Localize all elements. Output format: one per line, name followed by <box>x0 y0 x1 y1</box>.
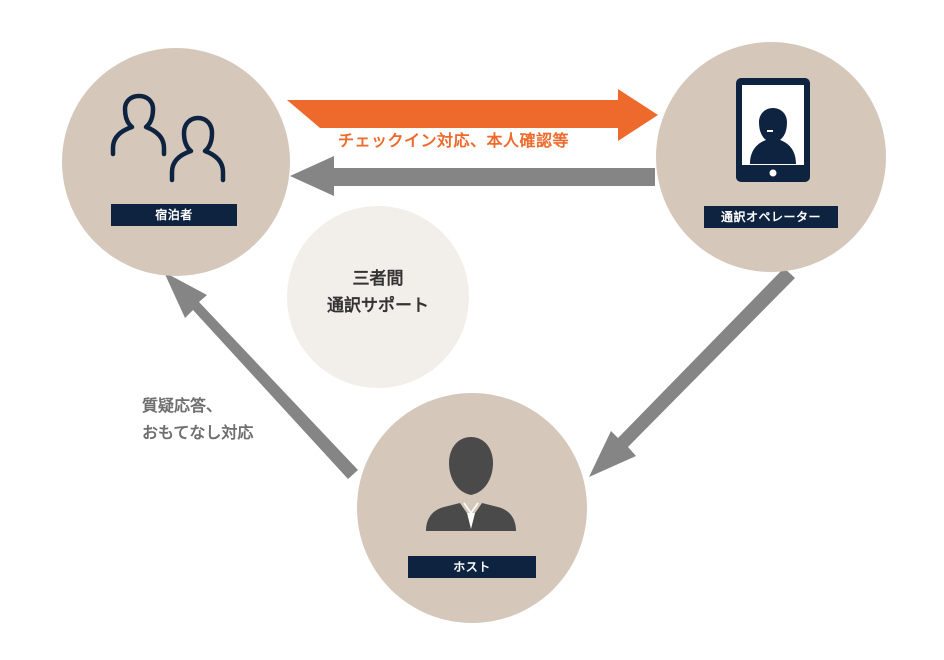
guest-label: 宿泊者 <box>111 204 237 226</box>
gray-arrow-to-guest-from-host <box>164 272 358 479</box>
checkin-flow-text: チェックイン対応、本人確認等 <box>338 131 570 150</box>
tablet-operator-icon <box>736 78 810 182</box>
operator-label: 通訳オペレーター <box>704 206 838 228</box>
host-label: ホスト <box>408 556 536 578</box>
gray-arrow-to-guest <box>290 156 655 196</box>
center-caption: 三者間 通訳サポート <box>287 266 469 320</box>
host-silhouette-icon <box>426 437 516 531</box>
center-circle <box>287 206 469 388</box>
center-line-2: 通訳サポート <box>327 296 429 316</box>
qa-line-1: 質疑応答、 <box>142 396 223 415</box>
gray-arrow-to-host <box>589 268 795 477</box>
orange-arrow <box>287 89 658 141</box>
qa-flow-text: 質疑応答、 おもてなし対応 <box>142 392 292 446</box>
two-person-outline-icon <box>110 93 226 183</box>
qa-line-2: おもてなし対応 <box>142 423 254 442</box>
center-line-1: 三者間 <box>352 269 404 289</box>
host-node <box>357 393 587 623</box>
